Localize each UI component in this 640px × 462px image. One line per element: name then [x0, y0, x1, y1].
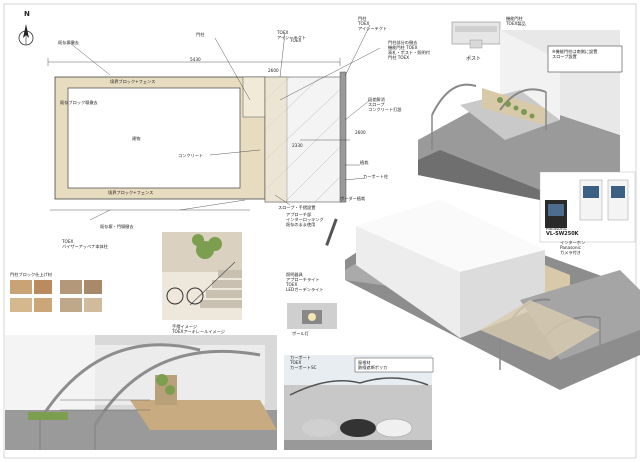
plan-gate-sub: TOEX アイシーテクト	[277, 30, 307, 40]
plan-gate-label: 門柱	[196, 32, 205, 37]
sheet-border	[3, 3, 637, 459]
intercom-model: VL-SW250K	[546, 231, 579, 237]
plan-top-note2: 境界ブロック+フェンス	[110, 79, 156, 84]
carport-post	[339, 71, 347, 203]
plan-dim-right: 2600	[355, 130, 366, 135]
carport-note: カーポート TOEX カーポートSC	[290, 355, 317, 370]
carport-callout: 屋根材 熱線遮断ポリカ	[358, 360, 388, 370]
carport-photo	[284, 355, 434, 450]
light-caption: 照明器具 アプローチライト TOEX LEDガーデンライト	[286, 272, 324, 292]
tile-title: 門柱ブロック仕上げ材	[10, 272, 52, 277]
north-label: N	[24, 10, 30, 18]
plan-bottom-mid: 既存塀・門塀撤去	[100, 224, 134, 229]
north-arrow-icon	[18, 24, 34, 46]
plan-dim-inner: 2330	[292, 143, 303, 148]
plan-right-notes: 段差解消 スロープ コンクリート打設	[368, 97, 402, 112]
blank-area	[432, 395, 635, 453]
plan-carport-post: カーポート柱	[363, 174, 389, 179]
light-sub: ポール灯	[292, 331, 309, 336]
tile-samples	[10, 280, 102, 312]
plan-lower-notes: アプローチ部 インターロッキング 既存のまま使用	[286, 212, 324, 227]
intercom-brand: Panasonic	[546, 226, 567, 231]
plan-top-label: TOEX	[290, 38, 302, 43]
plan-dim-side: 2600	[268, 68, 279, 73]
plan-left-note: 既存ブロック塀撤去	[60, 100, 98, 105]
building-interior	[67, 87, 241, 189]
plan-bottom-left: TOEX バイザーアッペナ本体柱	[62, 239, 108, 249]
mailbox-label: ポスト	[466, 56, 482, 62]
plan-bottom-note: 境界ブロック+フェンス	[108, 190, 154, 195]
intercom-caption: インターホン Panasonic カメラ付き	[560, 240, 586, 255]
plan-upper-notes: 門柱部分の撤去 機能門柱 TOEX 表札・ポスト・照明付 門柱 TOEX	[388, 40, 430, 60]
plan-right-side-label: 植栽	[360, 160, 369, 165]
stairs-caption: 手摺イメージ TOEXアーキレールイメージ	[172, 324, 225, 334]
intercom-image	[539, 171, 636, 243]
plan-building: 建物	[132, 136, 141, 141]
render-bottom-left	[5, 335, 277, 450]
light-photo	[287, 303, 337, 329]
site-plan	[47, 24, 381, 246]
plan-top-note: 既存塀撤去	[58, 40, 79, 45]
plan-concrete: コンクリート	[178, 153, 204, 158]
plan-post-note: 門柱 TOEX アイシーテクト	[358, 16, 388, 31]
render1-note: ※機能門柱は南側に設置 スロープ設置	[552, 49, 598, 59]
plan-stair-note: スロープ・手摺設置	[278, 205, 316, 210]
mailbox-image	[451, 21, 501, 49]
render-middle	[345, 200, 640, 390]
stairs-photo	[162, 232, 242, 320]
plan-right-side-sub: ボーダー植栽	[340, 196, 366, 201]
plan-dim-top: 5430	[190, 57, 201, 62]
mailbox-caption: 機能門柱 TOEX製品	[506, 16, 526, 26]
